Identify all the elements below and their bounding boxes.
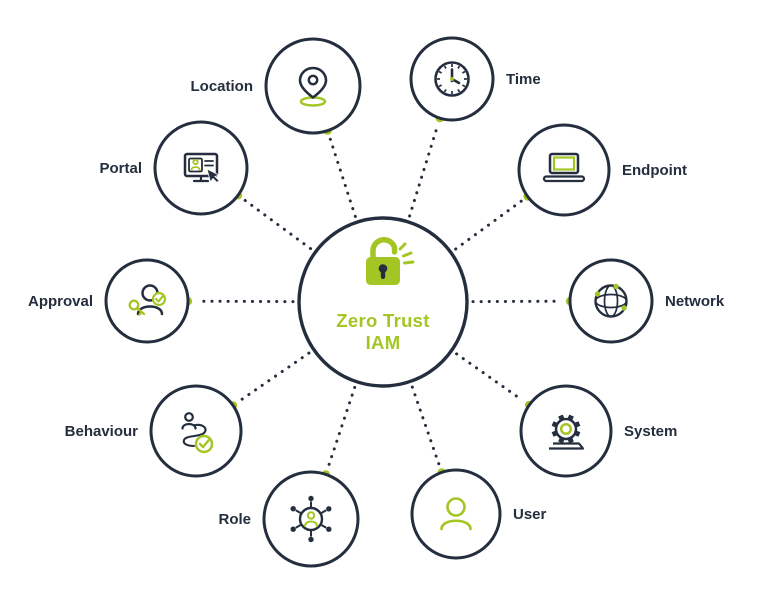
dotted-line xyxy=(410,385,441,467)
network-icon xyxy=(594,283,628,318)
node-circle xyxy=(568,258,654,344)
node-approval: Approval xyxy=(28,258,190,344)
node-system: System xyxy=(519,384,677,478)
center-title-line1: Zero Trust xyxy=(336,310,429,331)
dotted-line xyxy=(238,351,311,403)
node-label-time: Time xyxy=(506,71,541,88)
unlock-icon xyxy=(366,237,415,285)
connector-role xyxy=(321,385,357,479)
connector-network xyxy=(471,297,575,306)
connector-portal xyxy=(233,191,312,251)
node-circle xyxy=(410,468,502,560)
dotted-line xyxy=(455,352,525,402)
node-network: Network xyxy=(568,258,725,344)
dotted-line xyxy=(326,385,357,469)
node-user: User xyxy=(410,468,547,560)
node-label-endpoint: Endpoint xyxy=(622,162,687,179)
node-endpoint: Endpoint xyxy=(517,123,687,217)
connector-system xyxy=(455,352,534,410)
node-circle xyxy=(149,384,243,478)
node-label-portal: Portal xyxy=(99,160,142,177)
location-icon xyxy=(298,66,328,107)
dotted-line xyxy=(243,198,312,251)
connector-location xyxy=(323,126,357,218)
node-label-system: System xyxy=(624,423,677,440)
dotted-line xyxy=(454,199,523,251)
portal-icon xyxy=(183,152,220,184)
node-label-behaviour: Behaviour xyxy=(65,423,139,440)
center-node: Zero Trust IAM xyxy=(297,216,469,388)
node-label-location: Location xyxy=(191,78,254,95)
node-role: Role xyxy=(218,470,360,568)
dotted-line xyxy=(328,136,357,218)
node-circle xyxy=(153,120,249,216)
node-label-network: Network xyxy=(665,293,725,310)
node-label-approval: Approval xyxy=(28,293,93,310)
center-circle xyxy=(297,216,469,388)
node-label-user: User xyxy=(513,506,547,523)
node-location: Location xyxy=(191,37,362,135)
behaviour-icon xyxy=(181,412,214,454)
time-icon xyxy=(434,61,470,97)
system-icon xyxy=(549,414,585,450)
approval-icon xyxy=(128,284,167,316)
node-time: Time xyxy=(409,36,541,122)
node-behaviour: Behaviour xyxy=(65,384,243,478)
connector-approval xyxy=(183,297,295,306)
connector-endpoint xyxy=(454,192,532,251)
center-title-line2: IAM xyxy=(366,332,401,353)
user-icon xyxy=(440,497,472,531)
node-label-role: Role xyxy=(218,511,251,528)
connector-time xyxy=(408,114,445,218)
role-icon xyxy=(290,495,332,543)
connector-behaviour xyxy=(228,351,311,410)
connector-user xyxy=(410,385,446,477)
dotted-line xyxy=(408,124,439,218)
endpoint-icon xyxy=(542,152,586,183)
node-portal: Portal xyxy=(99,120,249,216)
